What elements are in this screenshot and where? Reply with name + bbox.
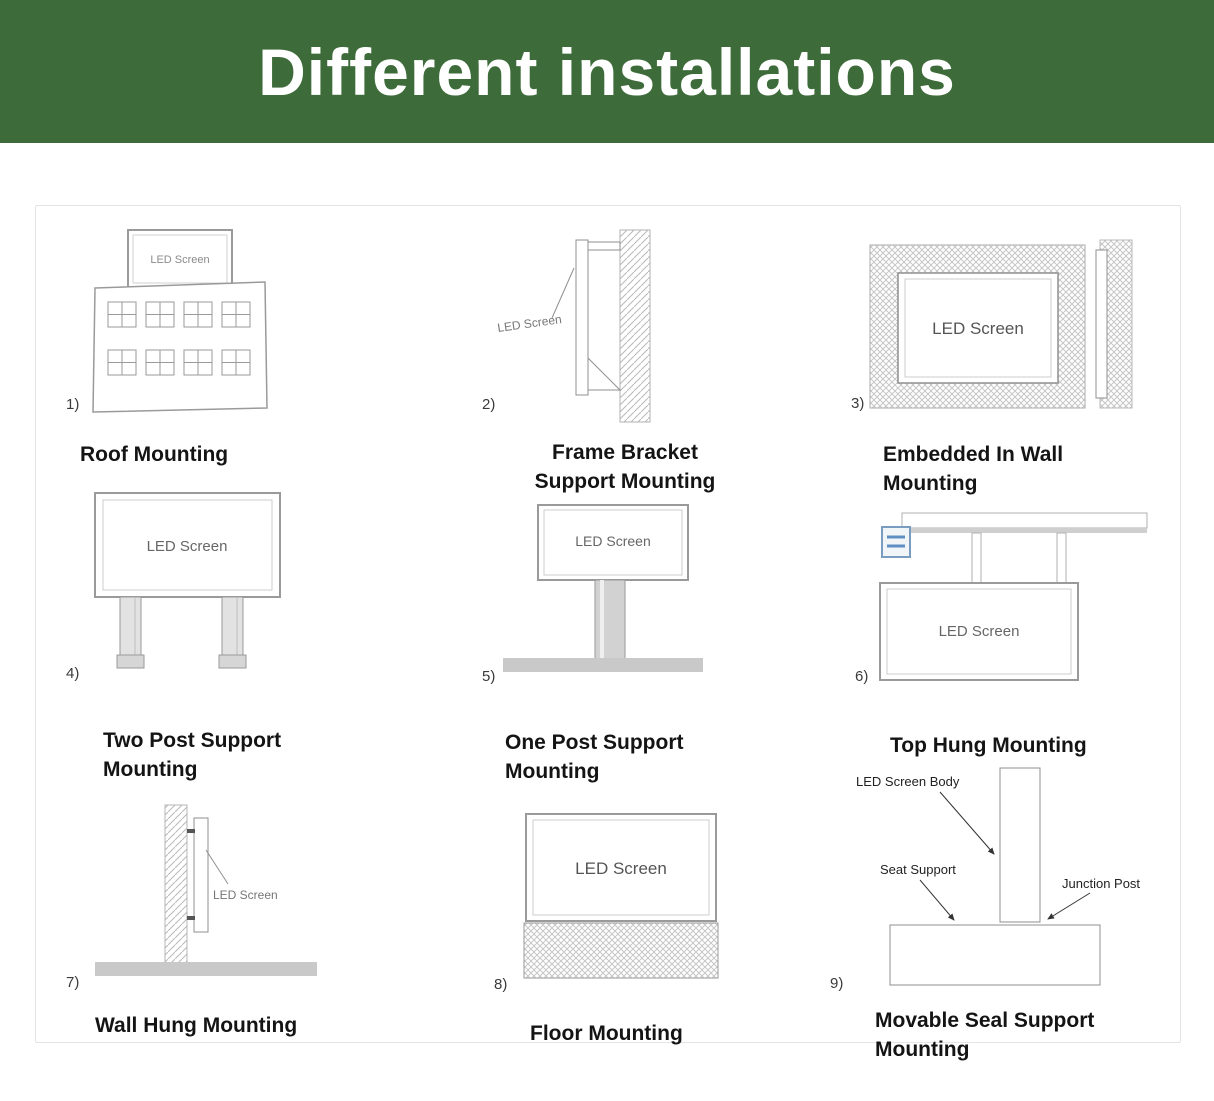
diagram-two-post-mounting: LED Screen 4) Two Post Support Mounting <box>66 488 332 798</box>
caption-wall-hung-mounting: Wall Hung Mounting <box>95 1014 298 1037</box>
caption-roof-mounting: Roof Mounting <box>80 443 229 466</box>
caption-two-post-mounting: Two Post Support Mounting <box>103 729 282 781</box>
frame-bracket-figure: LED Screen <box>496 229 651 423</box>
leader-line <box>551 267 575 319</box>
led-screen-label: LED Screen <box>932 319 1024 338</box>
caption-movable-seal-mounting: Movable Seal Support Mounting <box>875 1009 1095 1061</box>
header-banner: Different installations <box>0 0 1214 143</box>
figure-number: 6) <box>855 668 869 685</box>
diagram-one-post-mounting: LED Screen 5) One Post Support Mounting <box>482 498 748 808</box>
diagram-roof-mounting: LED Screen 1) Roof Mounting <box>60 222 300 482</box>
caption-top-hung-mounting: Top Hung Mounting <box>890 734 1087 757</box>
right-post-foot <box>218 654 247 669</box>
junction-post-annotation: Junction Post <box>1062 876 1140 891</box>
left-post <box>119 596 142 656</box>
led-screen-box <box>193 817 209 933</box>
seat-base <box>889 924 1101 986</box>
figure-number: 1) <box>66 396 80 413</box>
roof-mounting-figure: LED Screen <box>92 229 268 413</box>
top-hung-figure: LED Screen <box>879 512 1148 681</box>
leader-line <box>205 849 229 885</box>
figure-number: 8) <box>494 976 508 993</box>
ground <box>503 658 703 672</box>
wall-hatch <box>619 229 651 423</box>
led-screen-label: LED Screen <box>496 312 562 335</box>
figure-number: 7) <box>66 974 80 991</box>
wall-hatch <box>164 804 188 966</box>
led-screen-label: LED Screen <box>575 859 667 878</box>
diagram-top-hung-mounting: LED Screen 6) Top Hung Mounting <box>852 505 1152 775</box>
floor-mounting-figure: LED Screen <box>523 813 719 979</box>
led-screen-box <box>575 239 589 396</box>
led-screen-label: LED Screen <box>150 254 209 266</box>
diagram-wall-hung-mounting: LED Screen 7) Wall Hung Mounting <box>66 798 350 1058</box>
hanger-left <box>971 532 982 584</box>
content-frame <box>35 205 1181 1043</box>
figure-number: 3) <box>851 395 865 412</box>
figure-number: 4) <box>66 665 80 682</box>
diagram-frame-bracket-mounting: LED Screen 2) Frame Bracket Support Moun… <box>480 229 740 500</box>
page-title: Different installations <box>258 34 956 109</box>
wall-hung-figure: LED Screen <box>95 804 317 976</box>
hanger-right <box>1056 532 1067 584</box>
left-post-foot <box>116 654 145 669</box>
seat-support-annotation: Seat Support <box>880 862 956 877</box>
ceiling-beam <box>901 512 1148 529</box>
embedded-wall-figure: LED Screen <box>869 239 1133 409</box>
floor-base <box>523 922 719 979</box>
bracket-icon <box>881 526 911 558</box>
diagram-embedded-wall-mounting: LED Screen 3) Embedded In Wall Mounting <box>850 238 1150 508</box>
screen-body-post <box>999 767 1041 923</box>
diagram-movable-seal-mounting: LED Screen Body Seat Support Junction Po… <box>828 762 1163 1082</box>
figure-number: 9) <box>830 975 844 992</box>
right-post <box>221 596 244 656</box>
arrow-to-body <box>939 791 995 855</box>
diagram-floor-mounting: LED Screen 8) Floor Mounting <box>494 808 758 1068</box>
led-screen-label: LED Screen <box>147 538 228 555</box>
screen-body-annotation: LED Screen Body <box>856 774 960 789</box>
caption-embedded-wall-mounting: Embedded In Wall Mounting <box>883 443 1064 495</box>
led-screen-label: LED Screen <box>939 623 1020 640</box>
arrow-to-seat <box>919 879 955 921</box>
post <box>594 579 626 661</box>
movable-seal-figure: LED Screen Body Seat Support Junction Po… <box>856 767 1140 986</box>
one-post-figure: LED Screen <box>503 504 703 672</box>
arrow-to-junction <box>1047 892 1091 920</box>
side-screen-bar <box>1095 249 1108 399</box>
top-bracket <box>587 241 621 251</box>
led-screen-label: LED Screen <box>213 888 278 902</box>
caption-one-post-mounting: One Post Support Mounting <box>505 731 684 783</box>
bottom-brace <box>587 356 622 391</box>
caption-frame-bracket-mounting: Frame Bracket Support Mounting <box>534 441 716 493</box>
caption-floor-mounting: Floor Mounting <box>530 1022 683 1045</box>
figure-number: 5) <box>482 668 496 685</box>
ground <box>95 962 317 976</box>
led-screen-label: LED Screen <box>575 533 650 549</box>
figure-number: 2) <box>482 396 496 413</box>
two-post-figure: LED Screen <box>94 492 281 669</box>
